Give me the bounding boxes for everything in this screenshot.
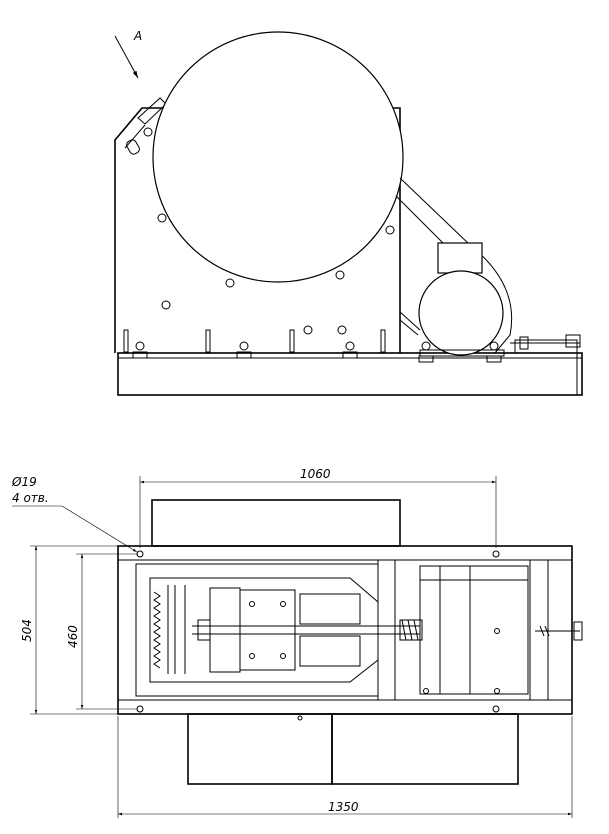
- dim-width-total: 1350: [328, 800, 359, 814]
- ribs: [123, 329, 386, 353]
- side-view: A: [114, 29, 583, 396]
- base-bolts: [132, 341, 502, 363]
- tension-screw: [510, 334, 581, 395]
- hole-count-label: 4 отв.: [12, 491, 49, 505]
- electric-motor: [418, 242, 505, 357]
- view-label: A: [133, 29, 142, 43]
- mount-hole: [492, 705, 500, 713]
- crusher-body: [114, 107, 401, 353]
- dim-width-top: 1060: [300, 467, 331, 481]
- flywheel: [152, 31, 404, 283]
- base-frame: [117, 352, 583, 396]
- dim-height-inner: 460: [66, 625, 80, 648]
- shaft: [192, 619, 423, 641]
- main-frame: [117, 545, 573, 715]
- mount-hole: [492, 550, 500, 558]
- upper-housing: [151, 499, 401, 547]
- plan-view: [117, 499, 583, 785]
- dimensions: 1060 1350 504 460 Ø19 4 отв.: [11, 467, 573, 818]
- lower-housing-right: [331, 713, 519, 785]
- lower-housing-left: [187, 713, 333, 785]
- view-arrow: [114, 35, 139, 79]
- jaw-chamber: [149, 577, 379, 683]
- hole-diameter-label: Ø19: [11, 475, 37, 489]
- dim-height-outer: 504: [20, 619, 34, 642]
- tension-screw-plan: [535, 621, 583, 641]
- motor-plate: [419, 565, 529, 695]
